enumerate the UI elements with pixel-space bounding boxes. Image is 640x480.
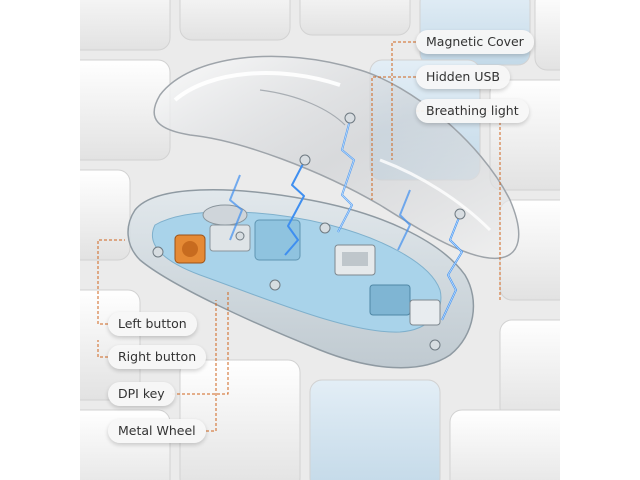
leader-left-button bbox=[97, 239, 125, 325]
label-metal-wheel: Metal Wheel bbox=[108, 419, 206, 443]
leader-hidden-usb bbox=[371, 76, 416, 200]
bottom-shell bbox=[127, 189, 475, 369]
leader-right-button bbox=[97, 340, 108, 358]
label-right-button: Right button bbox=[108, 345, 207, 369]
leader-magnetic-cover bbox=[391, 41, 416, 160]
label-breathing-light: Breathing light bbox=[416, 99, 529, 123]
label-dpi-key: DPI key bbox=[108, 382, 175, 406]
label-left-button: Left button bbox=[108, 312, 197, 336]
leader-breathing-light bbox=[416, 110, 501, 300]
label-hidden-usb: Hidden USB bbox=[416, 65, 510, 89]
leader-metal-wheel bbox=[206, 300, 217, 432]
label-magnetic-cover: Magnetic Cover bbox=[416, 30, 534, 54]
leader-dpi-key bbox=[172, 290, 229, 395]
